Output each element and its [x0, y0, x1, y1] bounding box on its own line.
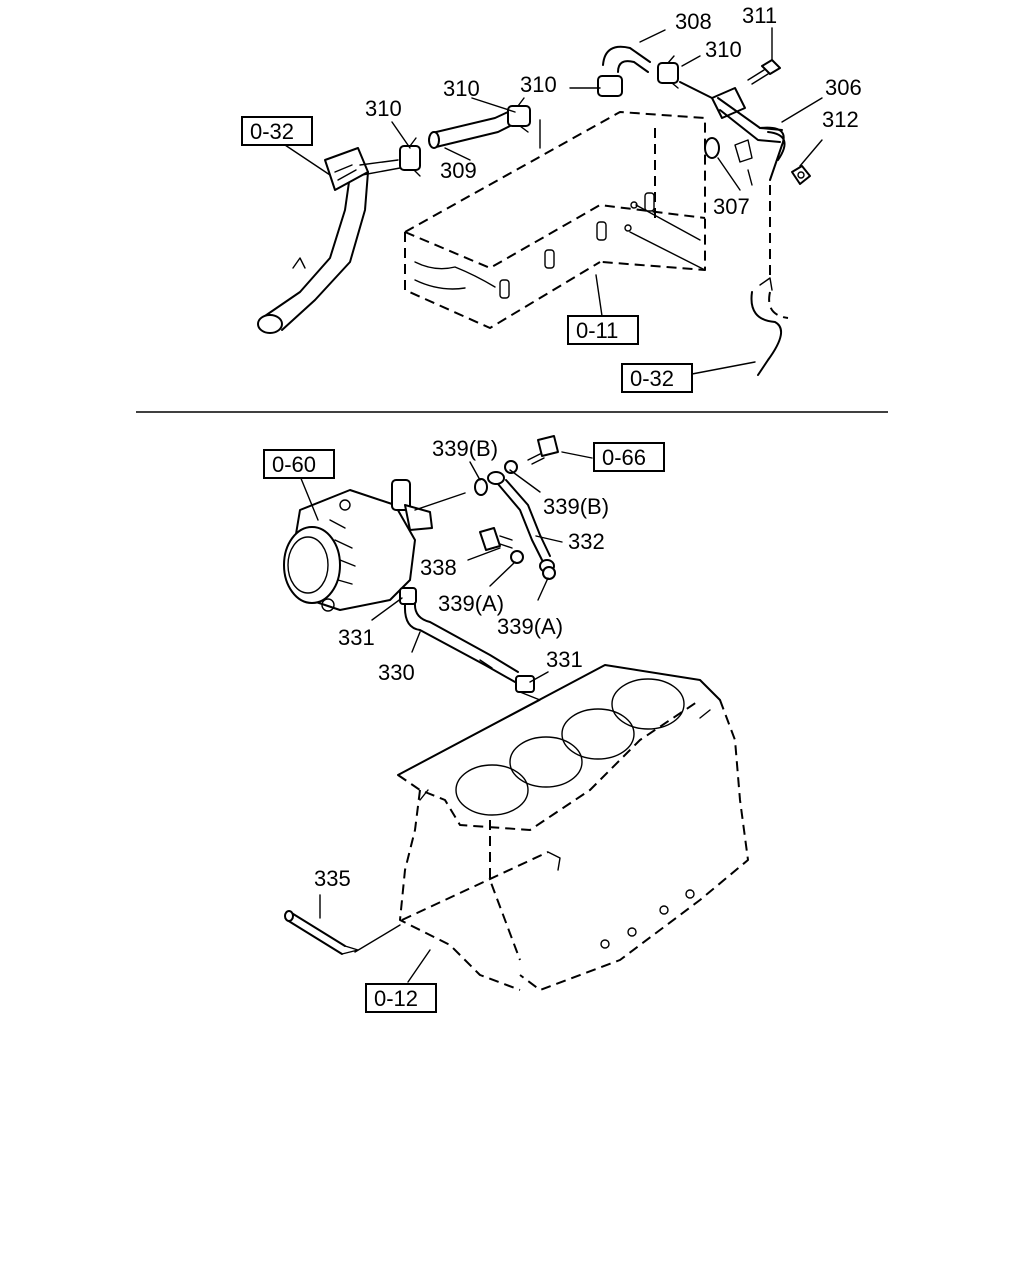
- cylinder-head: [404, 111, 706, 329]
- stud-335: [284, 910, 401, 955]
- ref-0-12: 0-12: [374, 986, 418, 1011]
- banjo-bolt: [527, 435, 559, 465]
- hose-330: [399, 587, 535, 693]
- label-339b-right: 339(B): [543, 494, 609, 519]
- part-labels: 308 311 310 310 310 310 306 312 309 307 …: [314, 3, 862, 891]
- washers-339: [474, 460, 556, 580]
- label-330: 330: [378, 660, 415, 685]
- pipe-332: [487, 471, 555, 573]
- label-310-middle: 310: [443, 76, 480, 101]
- leader-lines-top: [284, 27, 823, 375]
- label-308: 308: [675, 9, 712, 34]
- bypass-pipe-right: [750, 185, 789, 376]
- label-310-top: 310: [520, 72, 557, 97]
- label-332: 332: [568, 529, 605, 554]
- label-331-right: 331: [546, 647, 583, 672]
- label-309: 309: [440, 158, 477, 183]
- bolt-338: [479, 527, 513, 551]
- ref-box-0-32-lower: [621, 363, 693, 393]
- label-310-right: 310: [705, 37, 742, 62]
- label-338: 338: [420, 555, 457, 580]
- ref-box-0-66: [593, 442, 665, 472]
- ref-box-0-60: [263, 449, 335, 479]
- ref-box-0-12: [365, 983, 437, 1013]
- ref-box-0-32-upper: [241, 116, 313, 146]
- label-311: 311: [742, 3, 777, 28]
- label-339a-right: 339(A): [497, 614, 563, 639]
- clamp-310-right: [657, 55, 679, 89]
- pipe-306: [679, 81, 786, 186]
- label-339b-left: 339(B): [432, 436, 498, 461]
- hose-309: [428, 111, 511, 149]
- bolt-311: [747, 59, 781, 85]
- clamp-310-left: [399, 137, 421, 177]
- ref-0-66: 0-66: [602, 445, 646, 470]
- reference-boxes: 0-32 0-11 0-32 0-60 0-66 0-12: [241, 116, 693, 1013]
- cylinder-block: [397, 664, 749, 991]
- label-306: 306: [825, 75, 862, 100]
- label-307: 307: [713, 194, 750, 219]
- ref-0-60: 0-60: [272, 452, 316, 477]
- ref-box-0-11: [567, 315, 639, 345]
- gasket-307: [704, 137, 720, 159]
- ref-0-32-lower: 0-32: [630, 366, 674, 391]
- label-331-left: 331: [338, 625, 375, 650]
- clamp-310-middle: [507, 97, 531, 133]
- ref-0-32-upper: 0-32: [250, 119, 294, 144]
- label-310-left: 310: [365, 96, 402, 121]
- label-339a-left: 339(A): [438, 591, 504, 616]
- label-312: 312: [822, 107, 859, 132]
- ref-0-11: 0-11: [576, 318, 618, 343]
- nut-312: [791, 165, 811, 185]
- label-335: 335: [314, 866, 351, 891]
- bypass-pipe-left: [257, 147, 401, 334]
- leader-lines-bottom: [299, 451, 593, 983]
- hose-308: [597, 45, 651, 97]
- alternator-assembly: [283, 479, 433, 612]
